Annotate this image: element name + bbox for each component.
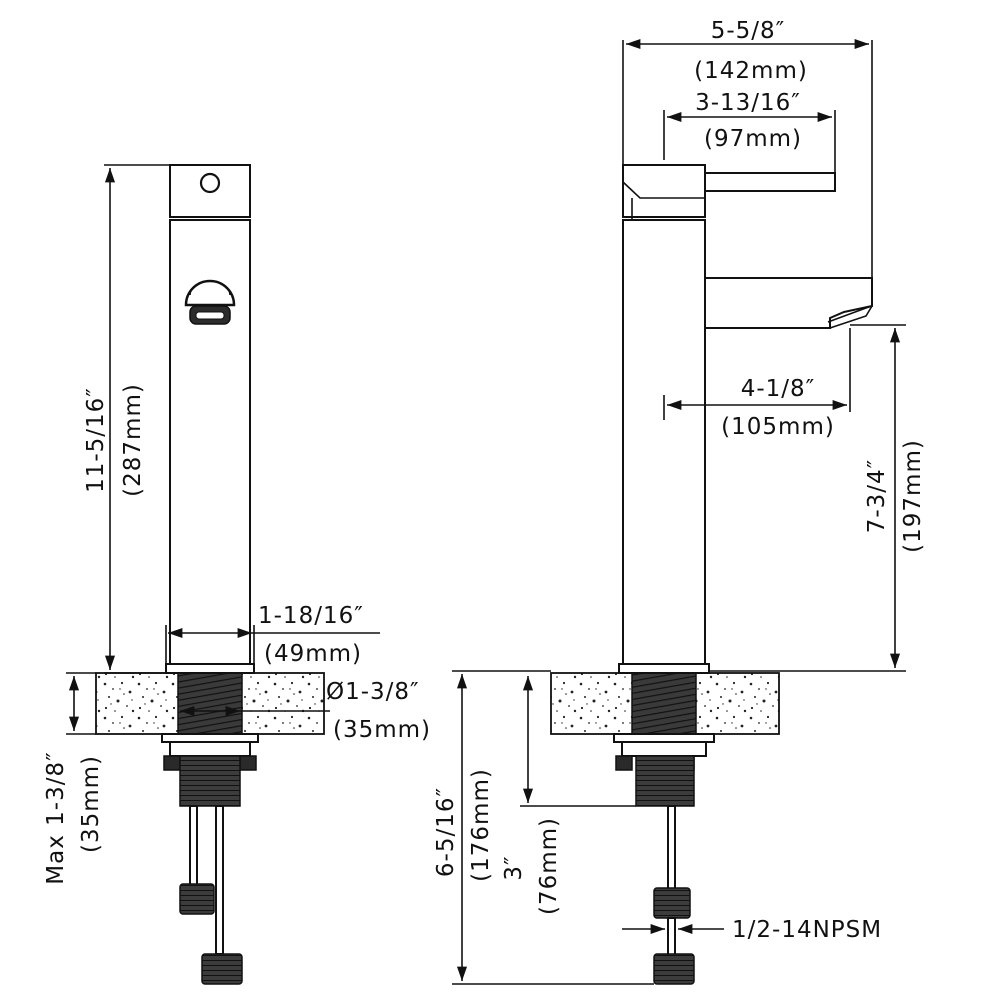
dim-shank-length: 3″ xyxy=(501,855,527,880)
dim-hole-diameter: Ø1-3/8″ xyxy=(326,679,420,705)
dim-overall-depth-mm: (142mm) xyxy=(694,58,808,84)
dim-spout-reach-mm: (105mm) xyxy=(721,414,835,440)
dim-below-deck: 6-5/16″ xyxy=(433,787,459,877)
side-handle-cap xyxy=(622,164,706,218)
dim-spout-height-mm: (197mm) xyxy=(900,439,926,553)
dim-connection-thread: 1/2-14NPSM xyxy=(732,917,882,943)
front-supply-lines xyxy=(179,805,243,985)
side-mounting-hardware xyxy=(613,733,715,807)
dim-hole-diameter-mm: (35mm) xyxy=(333,717,431,743)
dim-overall-height: 11-5/16″ xyxy=(83,387,109,493)
front-mounting-hardware xyxy=(161,733,259,807)
side-faucet-body xyxy=(622,219,706,667)
side-shank-in-deck xyxy=(631,672,697,735)
side-spout xyxy=(692,277,873,329)
front-shank-in-deck xyxy=(177,672,243,735)
dim-handle-length-mm: (97mm) xyxy=(704,126,802,152)
dim-max-deck-mm: (35mm) xyxy=(78,755,104,853)
side-view: 5-5/8″ (142mm) 3-13/16″ (97mm) 4-1/8″ (1… xyxy=(433,18,926,985)
dim-base-diameter: 1-18/16″ xyxy=(258,603,364,629)
side-supply-lines xyxy=(653,805,695,985)
dim-overall-depth: 5-5/8″ xyxy=(711,18,786,44)
front-base-ring xyxy=(165,663,255,674)
front-view: 11-5/16″ (287mm) 1-18/16″ (49mm) Ø1-3/8″… xyxy=(43,164,431,985)
side-handle-lever xyxy=(704,172,836,192)
side-base-ring xyxy=(618,663,710,674)
dim-overall-height-mm: (287mm) xyxy=(120,383,146,497)
front-indicator-dot xyxy=(199,172,221,194)
dim-max-deck: Max 1-3/8″ xyxy=(43,751,69,884)
front-spout-outlet xyxy=(184,279,236,325)
dim-spout-reach: 4-1/8″ xyxy=(741,376,816,402)
dim-spout-height: 7-3/4″ xyxy=(864,459,890,534)
dim-below-deck-mm: (176mm) xyxy=(468,768,494,882)
dim-base-diameter-mm: (49mm) xyxy=(264,641,362,667)
dim-shank-length-mm: (76mm) xyxy=(536,817,562,915)
dim-handle-length: 3-13/16″ xyxy=(695,90,801,116)
